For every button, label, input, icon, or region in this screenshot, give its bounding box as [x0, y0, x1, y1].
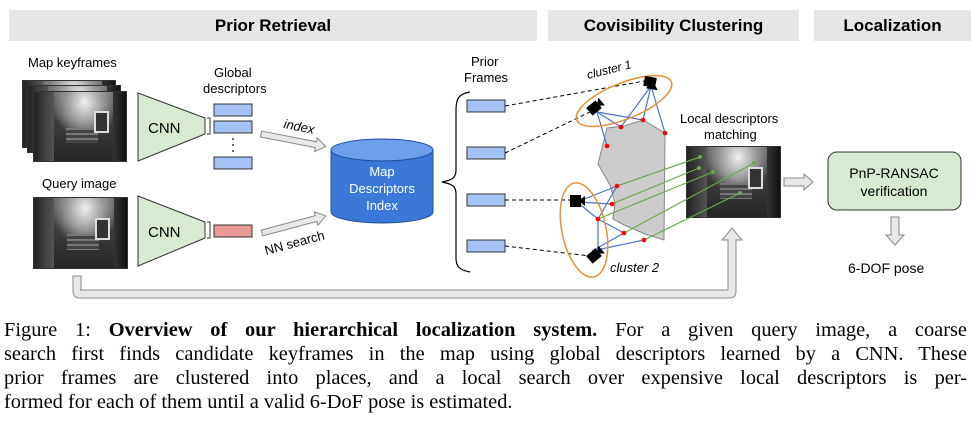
- nn-search-arrow: [260, 210, 327, 237]
- global-descriptors-label-1: Global: [214, 65, 252, 80]
- camera-icon: [586, 245, 605, 264]
- index-arrow: [259, 130, 327, 153]
- pnp-label-line1: PnP-RANSAC: [849, 165, 938, 181]
- prior-to-camera-link-4: [504, 245, 591, 257]
- caption-line-1: Figure 1: Overview of our hierarchical l…: [4, 318, 967, 342]
- pnp-label-line2: verification: [861, 183, 928, 199]
- header-localization: Localization: [814, 10, 971, 41]
- local-match-lines: [597, 156, 755, 241]
- cnn-top-output-bracket: [207, 117, 211, 135]
- prior-frame-descriptor-3: [466, 193, 506, 207]
- cluster-1-label: cluster 1: [585, 57, 632, 82]
- local-matching-label-1: Local descriptors: [680, 111, 779, 126]
- match-points: [697, 155, 756, 195]
- ellipsis-dot: [232, 144, 234, 146]
- pnp-to-pose-arrow: [884, 216, 906, 246]
- camera-icon: [586, 97, 605, 116]
- global-descriptor-1: [213, 103, 253, 117]
- caption-line-3: prior frames are clustered into places, …: [4, 367, 967, 389]
- caption-line-4: formed for each of them until a valid 6-…: [4, 391, 513, 413]
- cluster-2-ellipse: [559, 182, 609, 278]
- prior-frames-brace: [441, 91, 471, 273]
- prior-frames-label-1: Prior: [471, 54, 499, 69]
- map-keyframes-label: Map keyframes: [28, 55, 117, 70]
- cluster-2-label: cluster 2: [610, 260, 660, 275]
- query-image: [33, 197, 128, 269]
- prior-frames-label-2: Frames: [464, 70, 509, 85]
- db-label-line1: Map: [369, 164, 394, 179]
- query-feedback-arrow: [72, 227, 744, 299]
- prior-to-camera-link-1: [504, 79, 651, 107]
- diagram-canvas: CNN CNN index NN search Map Descriptors …: [72, 57, 962, 299]
- global-descriptors-label-2: descriptors: [203, 81, 267, 96]
- cnn-block-top: CNN: [137, 92, 206, 162]
- caption-line1-text: For a given query image, a coarse: [597, 319, 967, 341]
- query-image-label: Query image: [42, 176, 117, 191]
- cluster-1-ellipse: [575, 74, 673, 128]
- global-descriptor-n: [213, 156, 253, 170]
- scene-structure: [597, 119, 666, 241]
- global-descriptor-2: [213, 120, 253, 134]
- header-covisibility-clustering: Covisibility Clustering: [548, 10, 799, 41]
- db-label-line2: Descriptors: [349, 181, 415, 196]
- caption-prefix: Figure 1:: [4, 319, 109, 341]
- prior-frame-descriptor-4: [466, 239, 506, 253]
- header-label: Prior Retrieval: [214, 15, 332, 35]
- caption-line-2: search first finds candidate keyframes i…: [4, 343, 967, 365]
- matching-to-pnp-arrow: [783, 172, 814, 192]
- query-global-descriptor: [213, 224, 253, 238]
- ellipsis-dot: [232, 138, 234, 140]
- prior-frame-descriptor-2: [466, 146, 506, 160]
- 3d-points: [595, 117, 668, 243]
- pnp-ransac-box: PnP-RANSAC verification: [827, 151, 962, 211]
- cnn-block-bottom: CNN: [137, 195, 206, 267]
- map-keyframe-image-1: [33, 91, 127, 162]
- header-prior-retrieval: Prior Retrieval: [9, 10, 537, 41]
- local-matching-label-2: matching: [704, 127, 757, 142]
- ellipsis-dot: [232, 150, 234, 152]
- pose-label: 6-DOF pose: [848, 260, 925, 276]
- map-descriptors-index-db: Map Descriptors Index: [330, 138, 434, 224]
- prior-to-camera-link-2: [504, 110, 593, 154]
- index-arrow-label: index: [282, 116, 316, 137]
- db-label-line3: Index: [366, 198, 398, 213]
- cnn-bottom-label: CNN: [148, 224, 181, 241]
- caption-title: Overview of our hierarchical localizatio…: [108, 319, 598, 341]
- camera-icon: [643, 75, 658, 91]
- prior-frame-descriptor-1: [466, 99, 506, 113]
- camera-icon: [570, 195, 585, 207]
- matching-query-image: [686, 146, 781, 218]
- cnn-top-label: CNN: [148, 120, 181, 137]
- figure-caption: Figure 1: Overview of our hierarchical l…: [4, 318, 967, 414]
- header-label: Localization: [843, 15, 942, 35]
- header-label: Covisibility Clustering: [583, 15, 764, 35]
- cnn-bottom-output-bracket: [207, 221, 211, 239]
